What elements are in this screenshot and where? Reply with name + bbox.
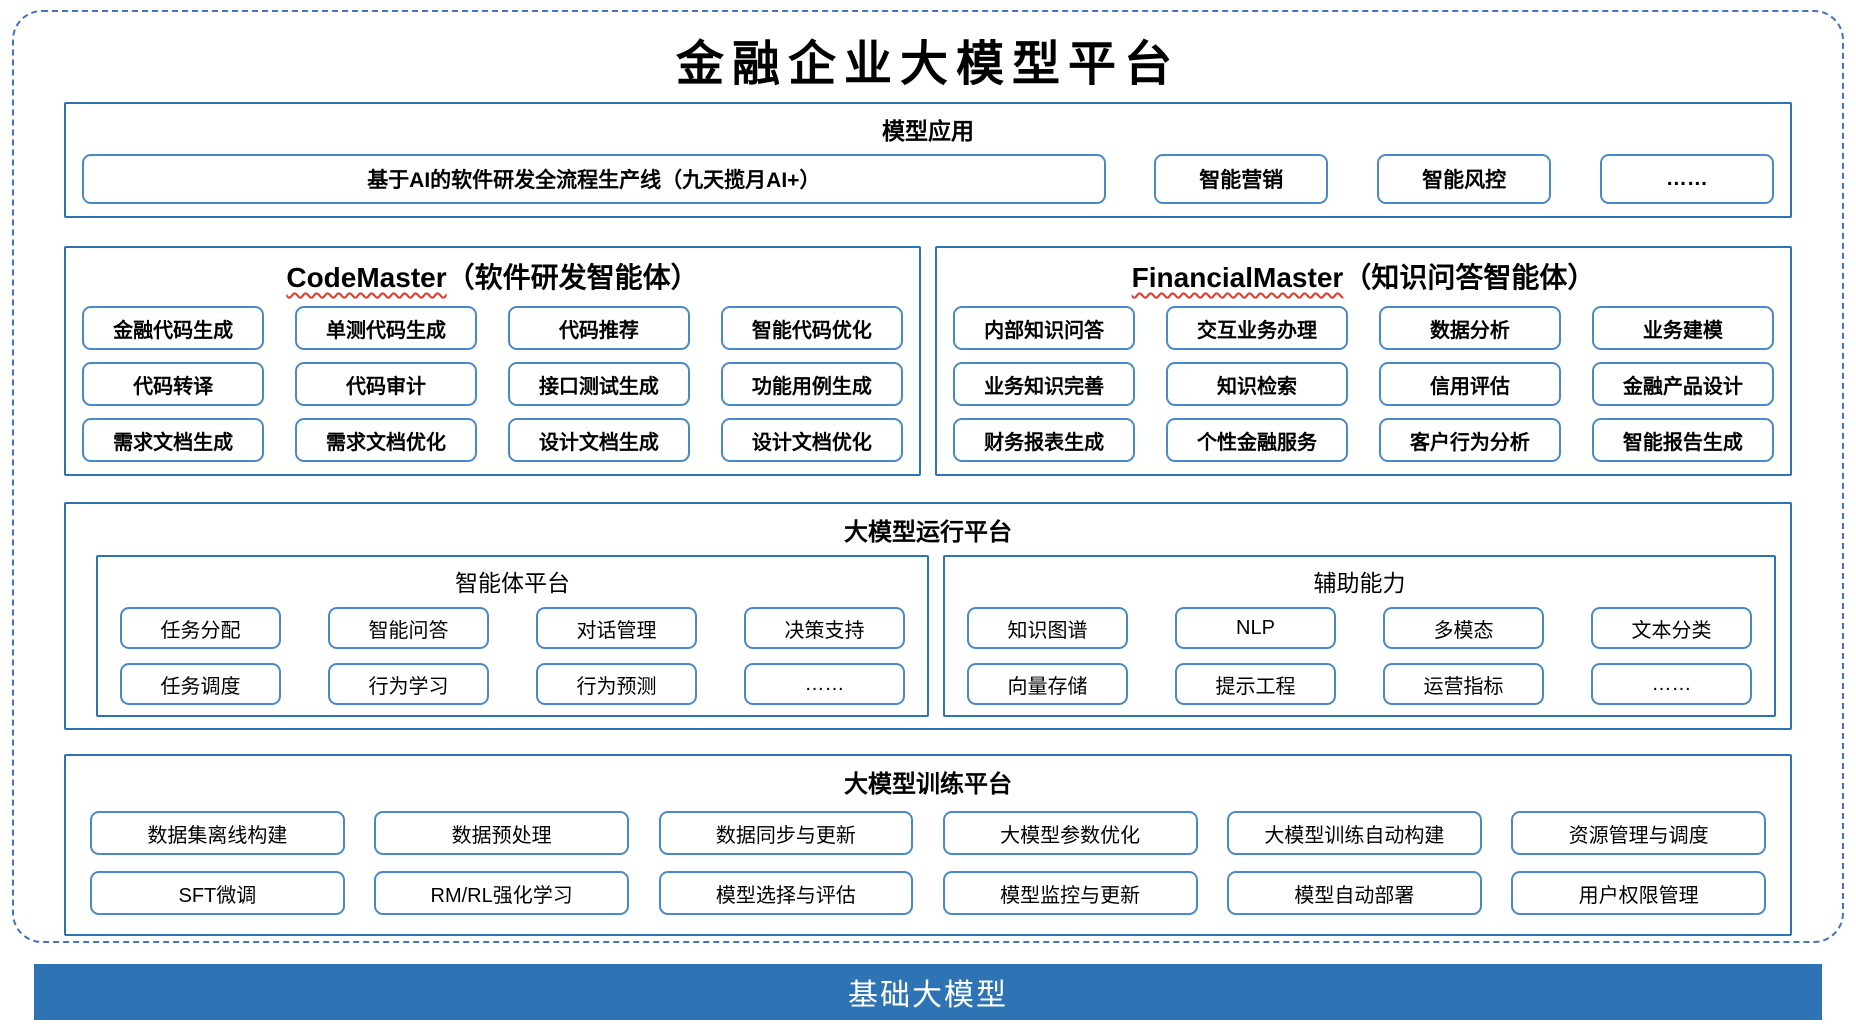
runtime-inner: 智能体平台 任务分配 智能问答 对话管理 决策支持 任务调度 行为学习 行为预测… <box>66 553 1790 717</box>
capability-box: 对话管理 <box>536 607 697 649</box>
aux-capability-header: 辅助能力 <box>1313 570 1406 596</box>
capability-box: 模型自动部署 <box>1227 871 1482 915</box>
capability-box: 交互业务办理 <box>1165 306 1349 350</box>
subplatform-aux: 辅助能力 知识图谱 NLP 多模态 文本分类 向量存储 提示工程 运营指标 …… <box>943 555 1776 717</box>
agent-platform-row-2: 任务调度 行为学习 行为预测 …… <box>98 663 927 705</box>
training-row-2: SFT微调 RM/RL强化学习 模型选择与评估 模型监控与更新 模型自动部署 用… <box>66 871 1790 915</box>
capability-box: 用户权限管理 <box>1511 871 1766 915</box>
codemaster-title-zh: （软件研发智能体） <box>446 262 699 293</box>
section-financialmaster: FinancialMaster（知识问答智能体） 内部知识问答 交互业务办理 数… <box>935 246 1792 476</box>
capability-box: 接口测试生成 <box>507 362 691 406</box>
capability-box: 向量存储 <box>967 663 1128 705</box>
section-model-app: 模型应用 基于AI的软件研发全流程生产线（九天揽月AI+） 智能营销 智能风控 … <box>64 102 1792 218</box>
capability-box: SFT微调 <box>90 871 345 915</box>
capability-box: 代码转译 <box>82 362 265 406</box>
financialmaster-row-1: 内部知识问答 交互业务办理 数据分析 业务建模 <box>937 306 1790 350</box>
runtime-platform-header: 大模型运行平台 <box>844 519 1012 546</box>
agents-row: CodeMaster（软件研发智能体） 金融代码生成 单测代码生成 代码推荐 智… <box>64 246 1792 476</box>
capability-box: 模型选择与评估 <box>658 871 914 915</box>
section-model-app-header: 模型应用 <box>882 118 974 144</box>
capability-box: 单测代码生成 <box>294 306 478 350</box>
codemaster-row-1: 金融代码生成 单测代码生成 代码推荐 智能代码优化 <box>66 306 919 350</box>
financialmaster-row-2: 业务知识完善 知识检索 信用评估 金融产品设计 <box>937 362 1790 406</box>
capability-box: 知识图谱 <box>967 607 1128 649</box>
financialmaster-row-3: 财务报表生成 个性金融服务 客户行为分析 智能报告生成 <box>937 418 1790 462</box>
aux-capability-row-1: 知识图谱 NLP 多模态 文本分类 <box>945 607 1774 649</box>
capability-box: 个性金融服务 <box>1165 418 1349 462</box>
capability-box: 内部知识问答 <box>953 306 1136 350</box>
capability-box: RM/RL强化学习 <box>374 871 629 915</box>
capability-box: 知识检索 <box>1165 362 1349 406</box>
capability-box: 业务知识完善 <box>953 362 1136 406</box>
capability-box: 金融代码生成 <box>82 306 265 350</box>
capability-box: 运营指标 <box>1383 663 1544 705</box>
training-row-1: 数据集离线构建 数据预处理 数据同步与更新 大模型参数优化 大模型训练自动构建 … <box>66 811 1790 855</box>
capability-box: 提示工程 <box>1175 663 1336 705</box>
capability-box: 资源管理与调度 <box>1511 811 1766 855</box>
pipeline-box: 基于AI的软件研发全流程生产线（九天揽月AI+） <box>82 154 1106 204</box>
platform-title: 金融企业大模型平台 <box>675 36 1180 92</box>
capability-box: 代码推荐 <box>507 306 691 350</box>
app-box-riskcontrol: 智能风控 <box>1376 154 1552 204</box>
capability-box: 大模型参数优化 <box>942 811 1198 855</box>
codemaster-row-2: 代码转译 代码审计 接口测试生成 功能用例生成 <box>66 362 919 406</box>
capability-box: 行为学习 <box>328 663 489 705</box>
financialmaster-title: FinancialMaster（知识问答智能体） <box>937 248 1790 306</box>
capability-box: 行为预测 <box>536 663 697 705</box>
base-model-bar: 基础大模型 <box>34 964 1822 1020</box>
model-app-row: 基于AI的软件研发全流程生产线（九天揽月AI+） 智能营销 智能风控 …… <box>66 152 1790 204</box>
capability-box: 任务分配 <box>120 607 281 649</box>
capability-box: 多模态 <box>1383 607 1544 649</box>
capability-box: 代码审计 <box>294 362 478 406</box>
subplatform-agent: 智能体平台 任务分配 智能问答 对话管理 决策支持 任务调度 行为学习 行为预测… <box>96 555 929 717</box>
financialmaster-title-en: FinancialMaster <box>1131 262 1344 293</box>
section-runtime-platform: 大模型运行平台 智能体平台 任务分配 智能问答 对话管理 决策支持 任务调度 行… <box>64 502 1792 730</box>
capability-box: 模型监控与更新 <box>942 871 1198 915</box>
capability-box: 数据集离线构建 <box>90 811 345 855</box>
app-box-marketing: 智能营销 <box>1154 154 1329 204</box>
capability-box: 智能代码优化 <box>720 306 903 350</box>
codemaster-title-en: CodeMaster <box>286 262 447 293</box>
aux-capability-row-2: 向量存储 提示工程 运营指标 …… <box>945 663 1774 705</box>
capability-box: 需求文档优化 <box>294 418 478 462</box>
capability-box: 数据预处理 <box>374 811 629 855</box>
capability-box: 智能问答 <box>328 607 489 649</box>
capability-box: 功能用例生成 <box>720 362 903 406</box>
capability-box: 信用评估 <box>1378 362 1562 406</box>
capability-box: 金融产品设计 <box>1591 362 1774 406</box>
capability-box: 需求文档生成 <box>82 418 265 462</box>
capability-box: 文本分类 <box>1591 607 1752 649</box>
app-box-more: …… <box>1599 154 1774 204</box>
codemaster-title: CodeMaster（软件研发智能体） <box>66 248 919 306</box>
capability-box: 设计文档优化 <box>720 418 903 462</box>
capability-box: 客户行为分析 <box>1378 418 1562 462</box>
agent-platform-row-1: 任务分配 智能问答 对话管理 决策支持 <box>98 607 927 649</box>
capability-box: …… <box>744 663 905 705</box>
capability-box: NLP <box>1175 607 1336 649</box>
platform-outer-frame: 金融企业大模型平台 模型应用 基于AI的软件研发全流程生产线（九天揽月AI+） … <box>12 10 1844 943</box>
capability-box: 任务调度 <box>120 663 281 705</box>
capability-box: 设计文档生成 <box>507 418 691 462</box>
capability-box: 智能报告生成 <box>1591 418 1774 462</box>
capability-box: …… <box>1591 663 1752 705</box>
section-training-platform: 大模型训练平台 数据集离线构建 数据预处理 数据同步与更新 大模型参数优化 大模… <box>64 754 1792 936</box>
codemaster-row-3: 需求文档生成 需求文档优化 设计文档生成 设计文档优化 <box>66 418 919 462</box>
financialmaster-title-zh: （知识问答智能体） <box>1343 262 1596 293</box>
capability-box: 数据分析 <box>1378 306 1562 350</box>
training-platform-header: 大模型训练平台 <box>844 771 1012 798</box>
capability-box: 决策支持 <box>744 607 905 649</box>
capability-box: 财务报表生成 <box>953 418 1136 462</box>
section-codemaster: CodeMaster（软件研发智能体） 金融代码生成 单测代码生成 代码推荐 智… <box>64 246 921 476</box>
agent-platform-header: 智能体平台 <box>455 570 570 596</box>
capability-box: 数据同步与更新 <box>658 811 914 855</box>
capability-box: 业务建模 <box>1591 306 1774 350</box>
capability-box: 大模型训练自动构建 <box>1227 811 1482 855</box>
